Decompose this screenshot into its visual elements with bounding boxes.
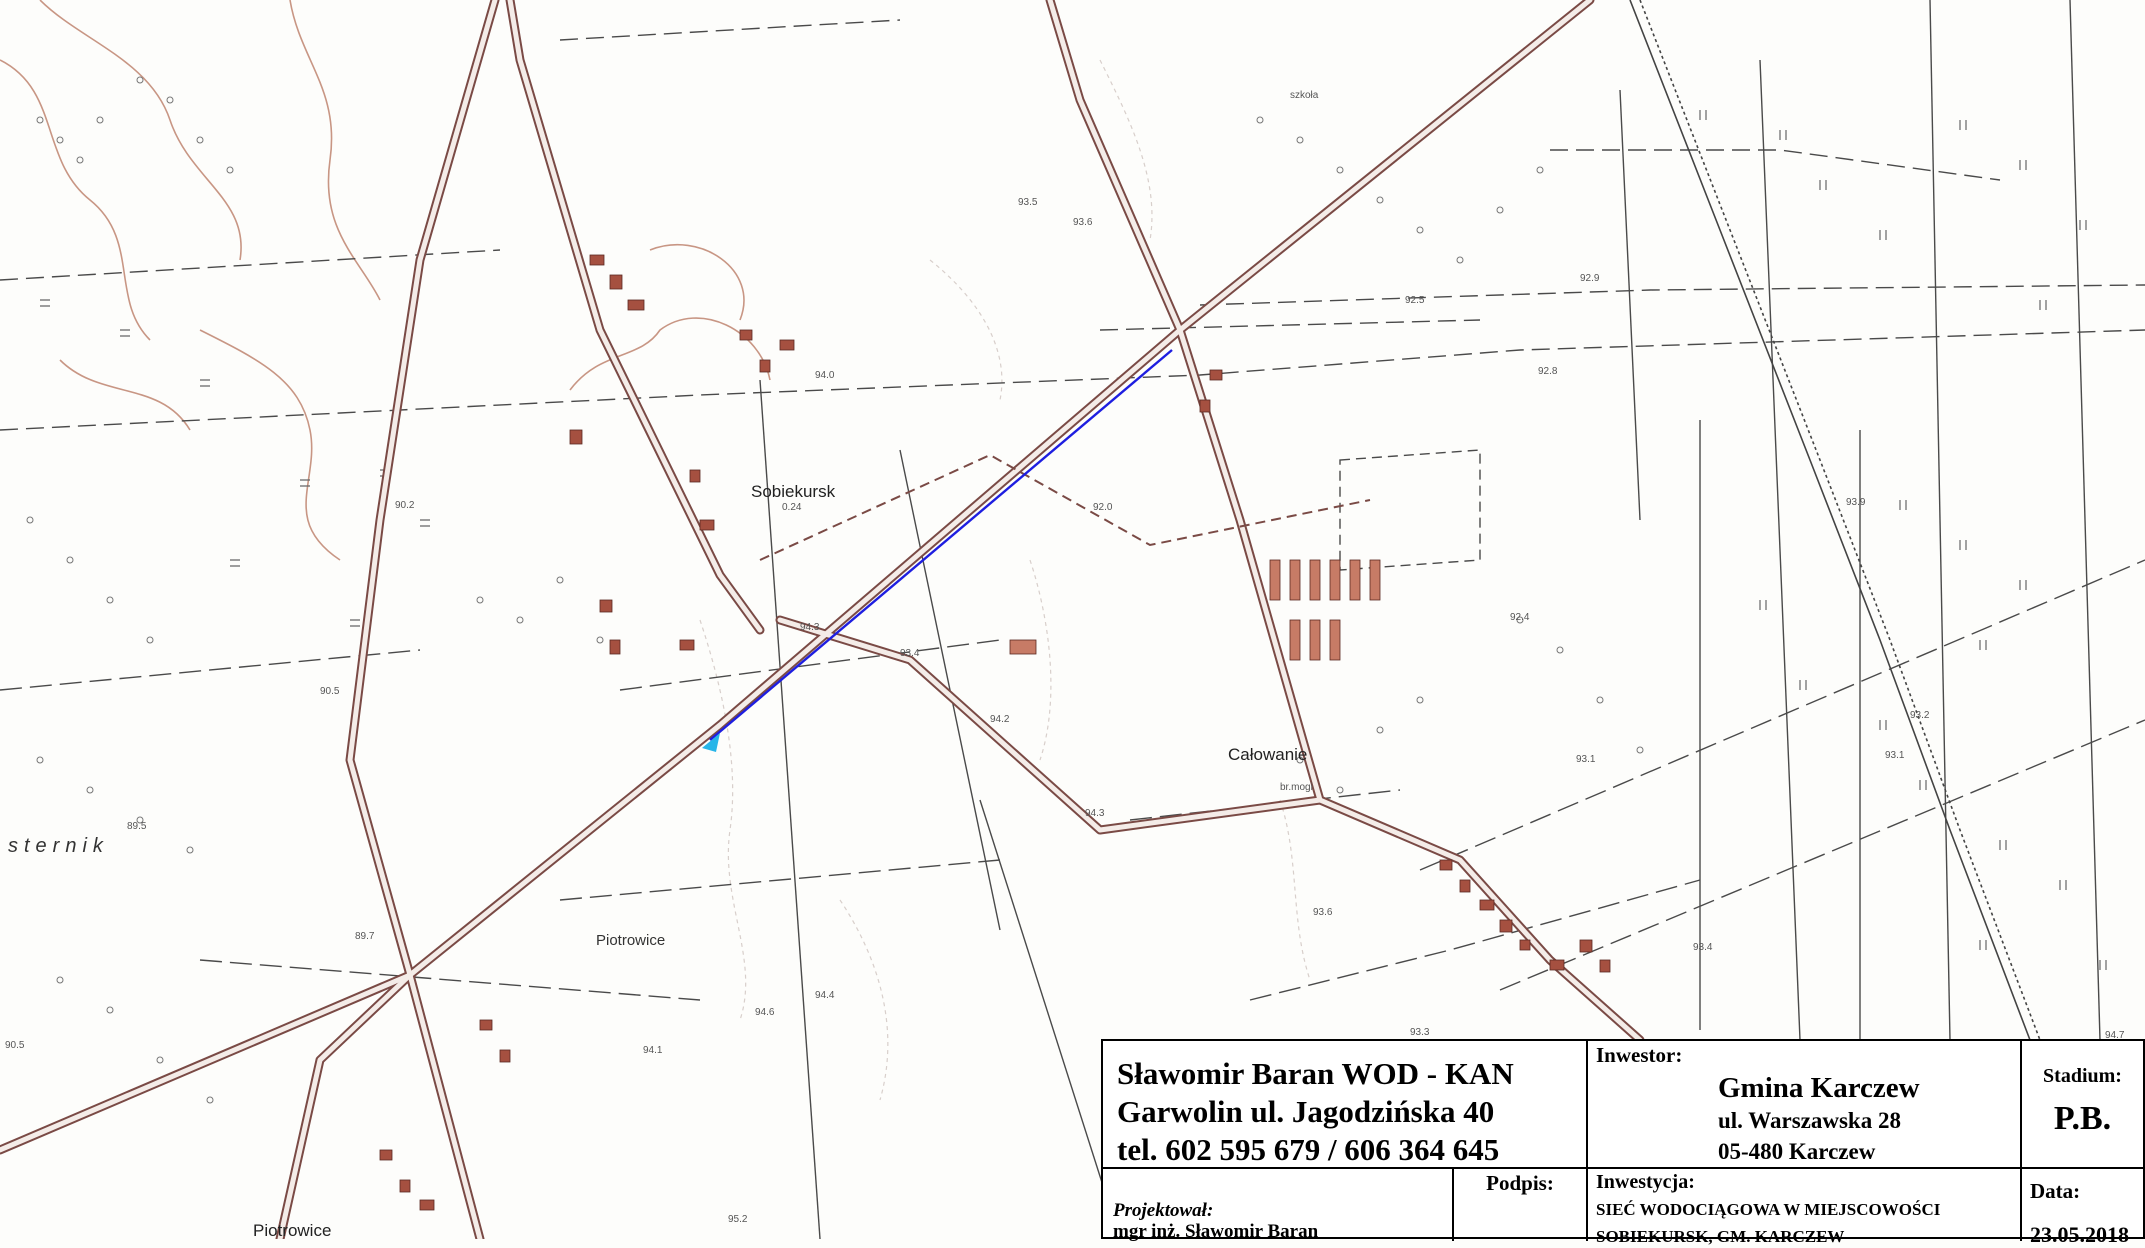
spot-height: 92.4 [1510, 612, 1530, 623]
spot-height: 90.2 [395, 500, 415, 511]
dune-outlines [699, 59, 1311, 1101]
investment-cell: Inwestycja: SIEĆ WODOCIĄGOWA W MIEJSCOWO… [1588, 1169, 2022, 1246]
spot-height: 93.1 [1576, 754, 1596, 765]
spot-height: 89.5 [127, 821, 147, 832]
designer-cell: Projektował: mgr inż. Sławomir Baran [1103, 1169, 1454, 1242]
investment-label: Inwestycja: [1596, 1171, 1695, 1193]
spot-height: 89.7 [355, 931, 375, 942]
spot-height: 93.2 [1910, 710, 1930, 721]
spot-height: 93.3 [1410, 1027, 1430, 1038]
spot-height: 93.4 [1693, 942, 1713, 953]
investment-line1: SIEĆ WODOCIĄGOWA W MIEJSCOWOŚCI [1596, 1200, 1941, 1219]
spot-height: 90.5 [5, 1040, 25, 1051]
date-cell: Data: 23.05.2018 [2022, 1169, 2143, 1247]
stage-cell: Stadium: P.B. [2022, 1041, 2143, 1169]
date-label: Data: [2030, 1179, 2081, 1203]
label-piotrowice-mid: Piotrowice [596, 932, 665, 949]
stage-value: P.B. [2053, 1100, 2112, 1137]
label-calowanie-sub: br.mogi [1280, 782, 1313, 793]
spot-height: 93.6 [1313, 907, 1333, 918]
roads [0, 0, 1645, 1239]
signature-cell: Podpis: [1454, 1169, 1588, 1241]
spot-height: 93.9 [1846, 497, 1866, 508]
spot-height: 92.9 [1580, 273, 1600, 284]
spot-height: 94.3 [1085, 808, 1105, 819]
investor-street: ul. Warszawska 28 [1718, 1108, 1901, 1133]
label-sternik: sternik [8, 835, 109, 857]
investor-name: Gmina Karczew [1718, 1072, 1920, 1104]
spot-height: 94.4 [815, 990, 835, 1001]
elevation-labels: 93.4 94.2 94.3 93.6 92.9 94.0 90.2 90.5 … [5, 197, 2125, 1225]
spot-height: 94.3 [800, 622, 820, 633]
company-cell: Sławomir Baran WOD - KAN Garwolin ul. Ja… [1103, 1041, 1588, 1169]
label-sobiekursk: Sobiekursk [751, 482, 836, 501]
investor-cell: Inwestor: Gmina Karczew ul. Warszawska 2… [1588, 1041, 2022, 1169]
contour-lines [0, 0, 771, 561]
spot-height: 94.1 [643, 1045, 663, 1056]
company-name: Sławomir Baran WOD - KAN [1117, 1056, 1514, 1091]
title-block: Sławomir Baran WOD - KAN Garwolin ul. Ja… [1101, 1039, 2145, 1247]
spot-height: 92.8 [1538, 366, 1558, 377]
spot-height: 92.5 [1405, 295, 1425, 306]
company-phone: tel. 602 595 679 / 606 364 645 [1117, 1132, 1500, 1167]
railway [1629, 0, 2041, 1041]
vegetation-symbols [26, 76, 1644, 1104]
label-piotrowice-bottom: Piotrowice [253, 1221, 331, 1239]
proposed-water-main [702, 349, 1173, 752]
company-address: Garwolin ul. Jagodzińska 40 [1117, 1094, 1495, 1129]
spot-height: 95.2 [728, 1214, 748, 1225]
buildings [379, 254, 1611, 1211]
spot-height: 94.2 [990, 714, 1010, 725]
label-sobiekursk-sub: 0.24 [782, 502, 802, 513]
label-calowanie: Całowanie [1228, 745, 1307, 764]
signature-label: Podpis: [1486, 1171, 1554, 1195]
spot-height: 94.0 [815, 370, 835, 381]
spot-height: 94.6 [755, 1007, 775, 1018]
designer-label: Projektował: [1113, 1200, 1214, 1221]
spot-height: 92.0 [1093, 502, 1113, 513]
label-szkola: szkoła [1290, 90, 1319, 101]
spot-height: 93.4 [900, 648, 920, 659]
spot-height: 94.7 [2105, 1030, 2125, 1041]
stage-label: Stadium: [2043, 1065, 2122, 1087]
spot-height: 93.5 [1018, 197, 1038, 208]
designer-name: mgr inż. Sławomir Baran [1113, 1221, 1319, 1242]
spot-height: 90.5 [320, 686, 340, 697]
investor-label: Inwestor: [1596, 1043, 1683, 1067]
date-value: 23.05.2018 [2030, 1222, 2129, 1247]
spot-height: 93.1 [1885, 750, 1905, 761]
investor-city: 05-480 Karczew [1718, 1139, 1876, 1164]
spot-height: 93.6 [1073, 217, 1093, 228]
investment-line2: SOBIEKURSK, GM. KARCZEW [1596, 1227, 1845, 1246]
